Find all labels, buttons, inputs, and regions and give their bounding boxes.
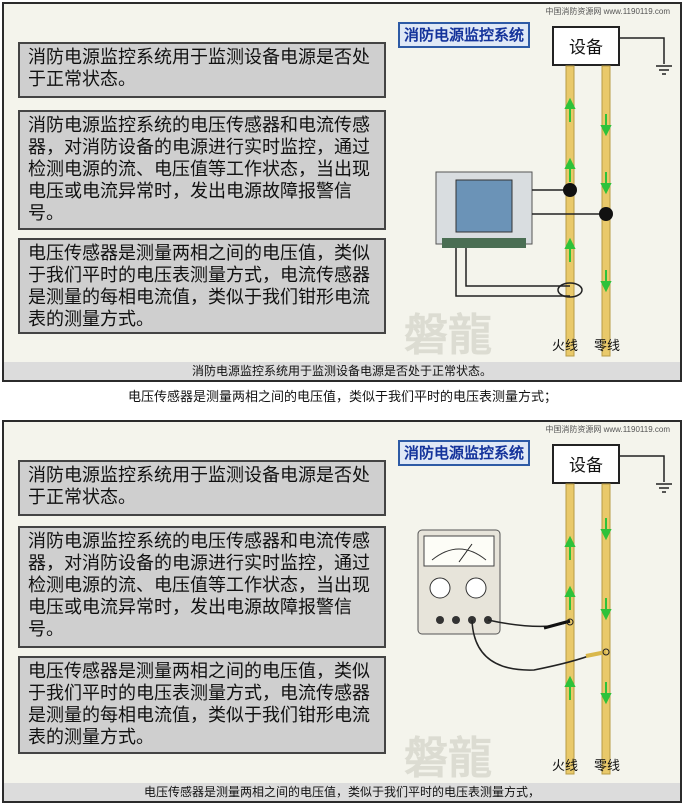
probe-black — [543, 619, 571, 630]
ground-icon — [618, 455, 672, 493]
device-box: 设备 — [552, 26, 620, 66]
live-wire — [565, 483, 575, 775]
caption-bar: 消防电源监控系统用于监测设备电源是否处于正常状态。 — [4, 362, 680, 380]
slide-2: 磐龍 中国消防资源网 www.1190119.com 消防电源监控系统用于监测设… — [2, 420, 682, 803]
live-wire-label: 火线 — [552, 339, 579, 354]
info-box-2: 消防电源监控系统的电压传感器和电流传感器，对消防设备的电源进行实时监控，通过检测… — [18, 526, 386, 648]
monitor-module-icon — [435, 171, 533, 248]
title-badge: 消防电源监控系统 — [398, 440, 531, 466]
neutral-wire-label: 零线 — [594, 339, 621, 354]
between-text: 电压传感器是测量两相之间的电压值，类似于我们平时的电压表测量方式； — [127, 390, 557, 405]
title-badge: 消防电源监控系统 — [398, 22, 531, 48]
source-label: 中国消防资源网 www.1190119.com — [545, 7, 670, 16]
ground-icon — [618, 37, 672, 75]
watermark: 磐龍 — [404, 310, 492, 361]
slide-1: 磐龍 中国消防资源网 www.1190119.com 消防电源监控系统用于监测设… — [2, 2, 682, 382]
live-wire — [565, 65, 575, 357]
circuit-diagram — [435, 37, 672, 357]
info-box-1: 消防电源监控系统用于监测设备电源是否处于正常状态。 — [18, 460, 386, 516]
current-clamp-icon — [557, 282, 583, 298]
multimeter-icon — [417, 529, 501, 635]
neutral-wire-label: 零线 — [594, 759, 621, 774]
source-label: 中国消防资源网 www.1190119.com — [545, 425, 670, 434]
live-wire-label: 火线 — [552, 759, 579, 774]
neutral-arrows — [600, 518, 612, 705]
watermark: 磐龍 — [404, 733, 492, 784]
neutral-wire — [601, 483, 611, 775]
circuit-diagram — [417, 455, 672, 775]
live-arrows — [564, 535, 576, 700]
live-arrows — [564, 97, 576, 262]
neutral-arrows — [600, 114, 612, 293]
junction-dot — [563, 183, 577, 197]
device-box: 设备 — [552, 444, 620, 484]
info-box-3: 电压传感器是测量两相之间的电压值，类似于我们平时的电压表测量方式，电流传感器是测… — [18, 656, 386, 754]
caption-bar: 电压传感器是测量两相之间的电压值，类似于我们平时的电压表测量方式， — [4, 783, 680, 801]
info-box-3: 电压传感器是测量两相之间的电压值，类似于我们平时的电压表测量方式，电流传感器是测… — [18, 238, 386, 334]
info-box-2: 消防电源监控系统的电压传感器和电流传感器，对消防设备的电源进行实时监控，通过检测… — [18, 110, 386, 230]
junction-dot — [599, 207, 613, 221]
info-box-1: 消防电源监控系统用于监测设备电源是否处于正常状态。 — [18, 42, 386, 98]
